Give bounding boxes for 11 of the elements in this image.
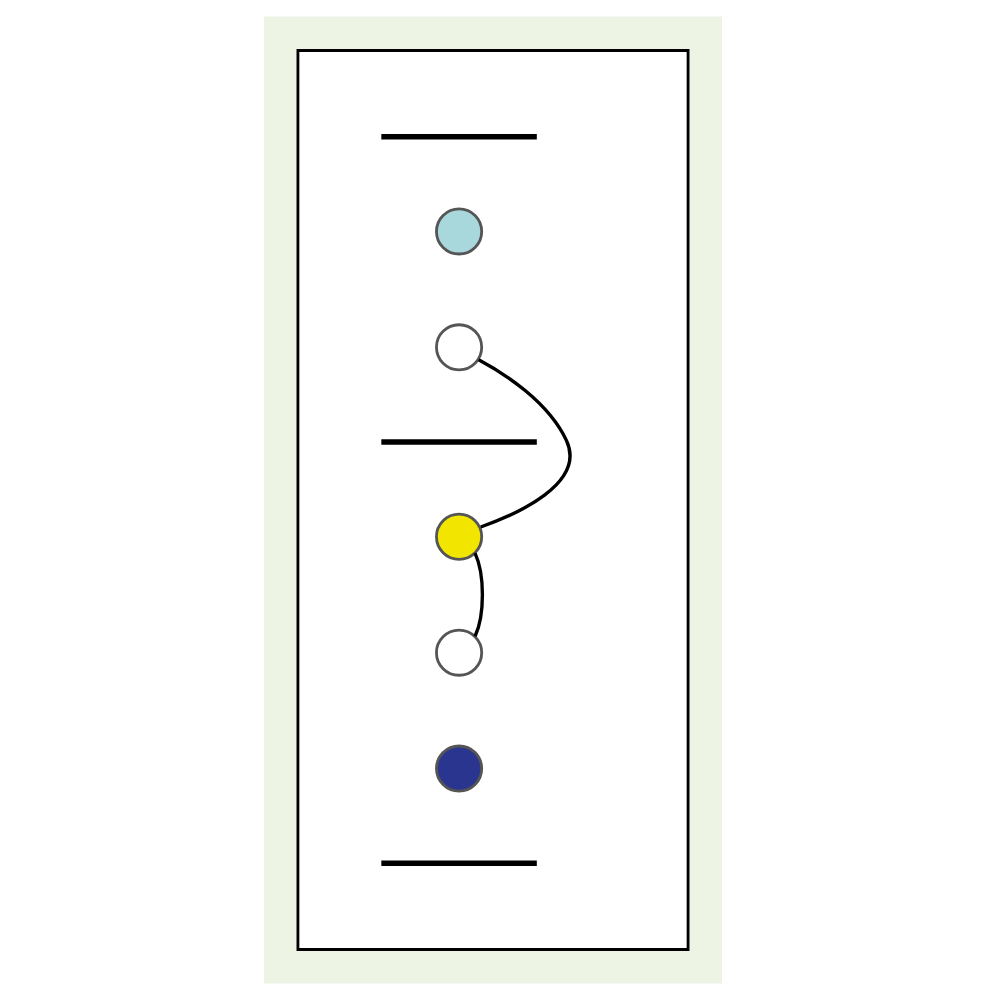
- node-bar: [380, 133, 536, 140]
- node-circle: [434, 744, 483, 793]
- node-circle: [434, 512, 483, 561]
- node-circle: [434, 323, 483, 372]
- node-circle: [434, 628, 483, 677]
- connector: [472, 552, 484, 637]
- node-bar: [380, 860, 536, 867]
- node-bar: [380, 439, 536, 445]
- cluster: [295, 49, 689, 951]
- connector: [476, 358, 571, 529]
- node-circle: [434, 207, 483, 256]
